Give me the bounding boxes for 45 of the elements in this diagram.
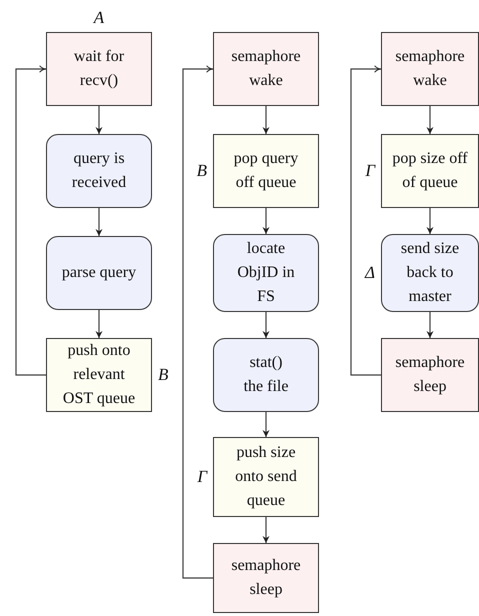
step-box <box>46 32 152 106</box>
arrow <box>262 106 270 134</box>
arrow <box>96 106 102 134</box>
step-box <box>213 543 319 613</box>
step-label: A <box>94 8 104 28</box>
step-text: parse query <box>62 263 136 283</box>
step-text: stat() the file <box>242 353 290 397</box>
process-box <box>213 338 319 412</box>
step-text: semaphore sleep <box>230 556 302 600</box>
step-box <box>46 338 152 412</box>
step-text: send size back to master <box>400 239 460 307</box>
step-text: semaphore sleep <box>394 353 466 397</box>
step-text: pop size off of queue <box>391 149 469 193</box>
step-text: semaphore wake <box>230 47 302 91</box>
arrow <box>426 312 434 338</box>
step-text: pop query off queue <box>232 149 300 193</box>
arrow <box>262 412 270 437</box>
step-box <box>381 32 479 106</box>
arrow <box>96 208 102 236</box>
step-text: query is received <box>70 149 128 193</box>
arrow <box>262 312 270 338</box>
step-box <box>381 134 479 208</box>
arrow <box>426 208 434 234</box>
step-text: push onto relevant OST queue <box>62 341 136 409</box>
step-box <box>213 32 319 106</box>
step-box <box>213 437 319 517</box>
arrow <box>96 310 102 338</box>
step-text: semaphore wake <box>394 47 466 91</box>
step-label: B <box>158 365 168 385</box>
step-box <box>381 338 479 412</box>
process-box <box>381 234 479 312</box>
step-label: Γ <box>365 161 375 181</box>
step-label: Γ <box>197 467 207 487</box>
process-box <box>46 236 152 310</box>
arrow <box>262 517 270 543</box>
arrow <box>262 208 270 234</box>
step-label: Δ <box>365 263 375 283</box>
arrow <box>426 106 434 134</box>
process-box <box>213 234 319 312</box>
step-box <box>213 134 319 208</box>
step-label: B <box>196 161 207 181</box>
step-text: push size onto send queue <box>234 443 298 511</box>
step-text: locate ObjID in FS <box>236 239 296 307</box>
step-text: wait for recv() <box>72 47 126 91</box>
process-box <box>46 134 152 208</box>
